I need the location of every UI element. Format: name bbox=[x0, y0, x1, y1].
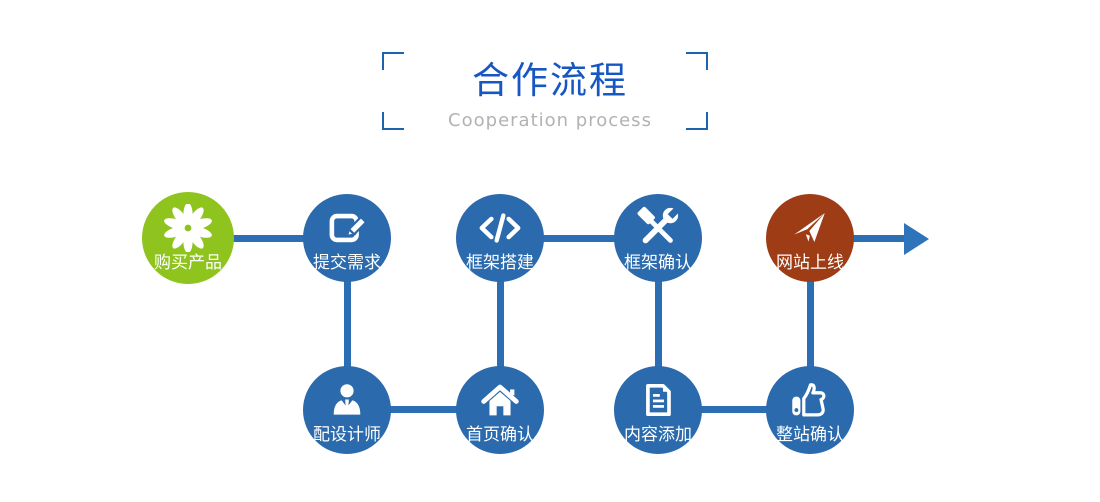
step-site-confirm: 整站确认 bbox=[766, 366, 854, 454]
connector-launch-arrow-shaft bbox=[810, 235, 906, 242]
bracket-top-right bbox=[686, 52, 708, 70]
bracket-bottom-left bbox=[382, 112, 404, 130]
connector-content-to-siteconfirm bbox=[658, 406, 810, 413]
flower-icon bbox=[164, 204, 212, 252]
paper-plane-icon bbox=[787, 205, 833, 251]
title-bracket-frame bbox=[382, 52, 708, 130]
connector-siteconfirm-to-launch bbox=[807, 238, 814, 410]
designer-icon bbox=[325, 377, 369, 423]
step-label: 网站上线 bbox=[776, 253, 844, 273]
connector-buy-to-submit bbox=[188, 235, 347, 242]
page-subtitle: Cooperation process bbox=[448, 110, 652, 131]
bracket-top-left bbox=[382, 52, 404, 70]
step-assign-designer: 配设计师 bbox=[303, 366, 391, 454]
step-submit-requirements: 提交需求 bbox=[303, 194, 391, 282]
connector-build-to-confirm bbox=[500, 235, 658, 242]
step-framework-confirm: 框架确认 bbox=[614, 194, 702, 282]
code-icon bbox=[477, 205, 523, 251]
edit-icon bbox=[325, 205, 369, 251]
page-title: 合作流程 bbox=[472, 59, 628, 102]
bracket-bottom-right bbox=[686, 112, 708, 130]
connector-confirm-to-content bbox=[655, 238, 662, 410]
connector-designer-to-homepage bbox=[347, 406, 500, 413]
step-framework-build: 框架搭建 bbox=[456, 194, 544, 282]
step-label: 首页确认 bbox=[466, 425, 534, 445]
tools-icon bbox=[635, 205, 681, 251]
home-icon bbox=[477, 377, 523, 423]
step-label: 购买产品 bbox=[154, 253, 222, 273]
step-label: 配设计师 bbox=[313, 425, 381, 445]
connector-submit-to-designer bbox=[344, 238, 351, 410]
step-label: 框架确认 bbox=[624, 253, 692, 273]
step-content-add: 内容添加 bbox=[614, 366, 702, 454]
step-label: 内容添加 bbox=[624, 425, 692, 445]
step-homepage-confirm: 首页确认 bbox=[456, 366, 544, 454]
step-label: 提交需求 bbox=[313, 253, 381, 273]
step-buy-product: 购买产品 bbox=[142, 192, 234, 284]
document-icon bbox=[636, 377, 680, 423]
connector-homepage-to-build bbox=[497, 238, 504, 410]
step-label: 框架搭建 bbox=[466, 253, 534, 273]
step-label: 整站确认 bbox=[776, 425, 844, 445]
flow-arrow-head bbox=[904, 223, 929, 255]
step-site-launch: 网站上线 bbox=[766, 194, 854, 282]
thumbs-up-icon bbox=[787, 377, 833, 423]
